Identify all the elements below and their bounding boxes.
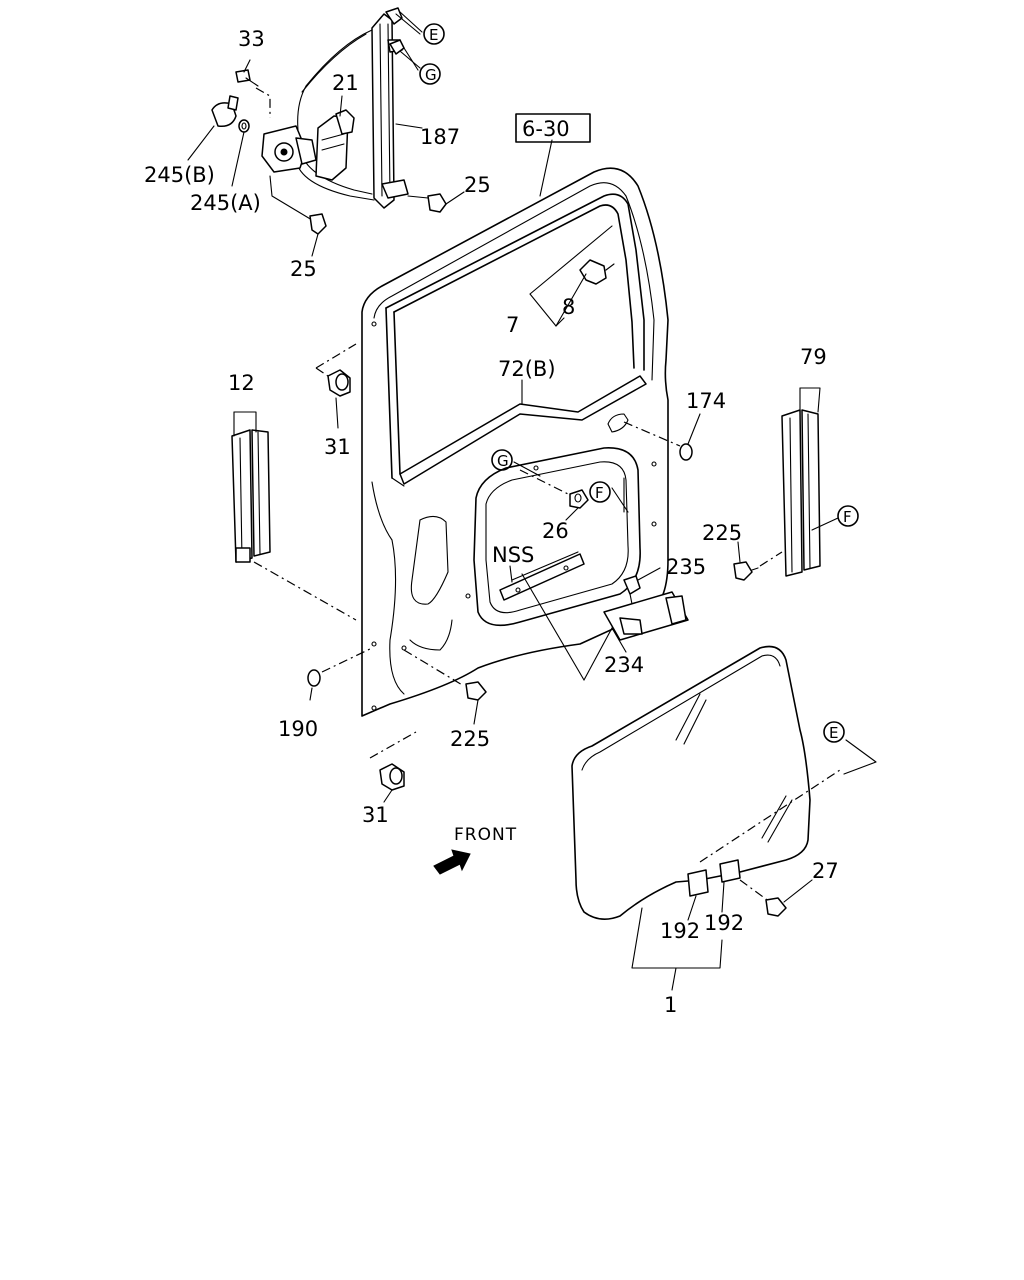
- circle-g-mid: G: [491, 449, 513, 471]
- label-192-right: 192: [704, 911, 744, 935]
- window-regulator-assembly: [261, 7, 409, 209]
- bolt-235: [623, 575, 641, 605]
- svg-text:G: G: [425, 66, 437, 84]
- bolt-25-right: [407, 193, 447, 213]
- bolt-27: [765, 897, 787, 917]
- grommet-31-bottom: [379, 763, 405, 791]
- clip-8: [579, 259, 615, 285]
- run-channel-79: [781, 409, 821, 577]
- label-79: 79: [800, 345, 827, 369]
- label-31-bottom: 31: [362, 803, 389, 827]
- label-8: 8: [562, 295, 575, 319]
- label-25-right: 25: [464, 173, 491, 197]
- circle-e-right: E: [823, 721, 845, 743]
- nut-245a: [238, 119, 250, 133]
- screw-33: [235, 69, 259, 87]
- label-21: 21: [332, 71, 359, 95]
- label-27: 27: [812, 859, 839, 883]
- label-ref: 6-30: [522, 117, 570, 141]
- circle-g-top: G: [419, 63, 441, 85]
- circle-f-right: F: [837, 505, 859, 527]
- reference-box-6-30: 6-30: [515, 113, 591, 143]
- label-192-left: 192: [660, 919, 700, 943]
- label-26: 26: [542, 519, 569, 543]
- svg-text:F: F: [843, 508, 852, 526]
- label-245b: 245(B): [144, 163, 215, 187]
- circled-letters: E G G F F E: [419, 23, 859, 743]
- label-nss: NSS: [492, 543, 534, 567]
- label-190: 190: [278, 717, 318, 741]
- label-25-bottom: 25: [290, 257, 317, 281]
- svg-text:E: E: [829, 724, 838, 742]
- label-225-right: 225: [702, 521, 742, 545]
- part-labels: 33 21 187 245(B) 245(A) 25 25 7 8 72(B) …: [144, 27, 839, 1017]
- svg-text:F: F: [595, 484, 604, 502]
- bolt-225-bottom: [465, 681, 487, 701]
- front-arrow-icon: [433, 849, 471, 875]
- label-234: 234: [604, 653, 644, 677]
- label-174: 174: [686, 389, 726, 413]
- label-245a: 245(A): [190, 191, 261, 215]
- svg-text:G: G: [497, 452, 509, 470]
- label-front: FRONT: [454, 825, 517, 845]
- label-1: 1: [664, 993, 677, 1017]
- label-72b: 72(B): [498, 357, 556, 381]
- leader-lines: [187, 11, 877, 991]
- circle-f-mid: F: [589, 481, 611, 503]
- bracket-245b: [211, 95, 239, 128]
- label-33: 33: [238, 27, 265, 51]
- window-glass-1: [571, 645, 811, 920]
- label-235: 235: [666, 555, 706, 579]
- circle-e-top: E: [423, 23, 445, 45]
- door-panel: [361, 167, 669, 717]
- plug-174: [679, 443, 693, 461]
- plug-190: [307, 669, 321, 687]
- bolt-25-bottom: [269, 175, 327, 235]
- label-31-top: 31: [324, 435, 351, 459]
- run-channel-12: [231, 429, 271, 563]
- bracket-234: [603, 591, 689, 641]
- label-7: 7: [506, 313, 519, 337]
- nut-26: [569, 489, 589, 509]
- label-225-bottom: 225: [450, 727, 490, 751]
- grommet-31-top: [327, 369, 351, 397]
- svg-text:E: E: [429, 26, 438, 44]
- bolt-225-right: [733, 561, 759, 581]
- label-12: 12: [228, 371, 255, 395]
- label-187: 187: [420, 125, 460, 149]
